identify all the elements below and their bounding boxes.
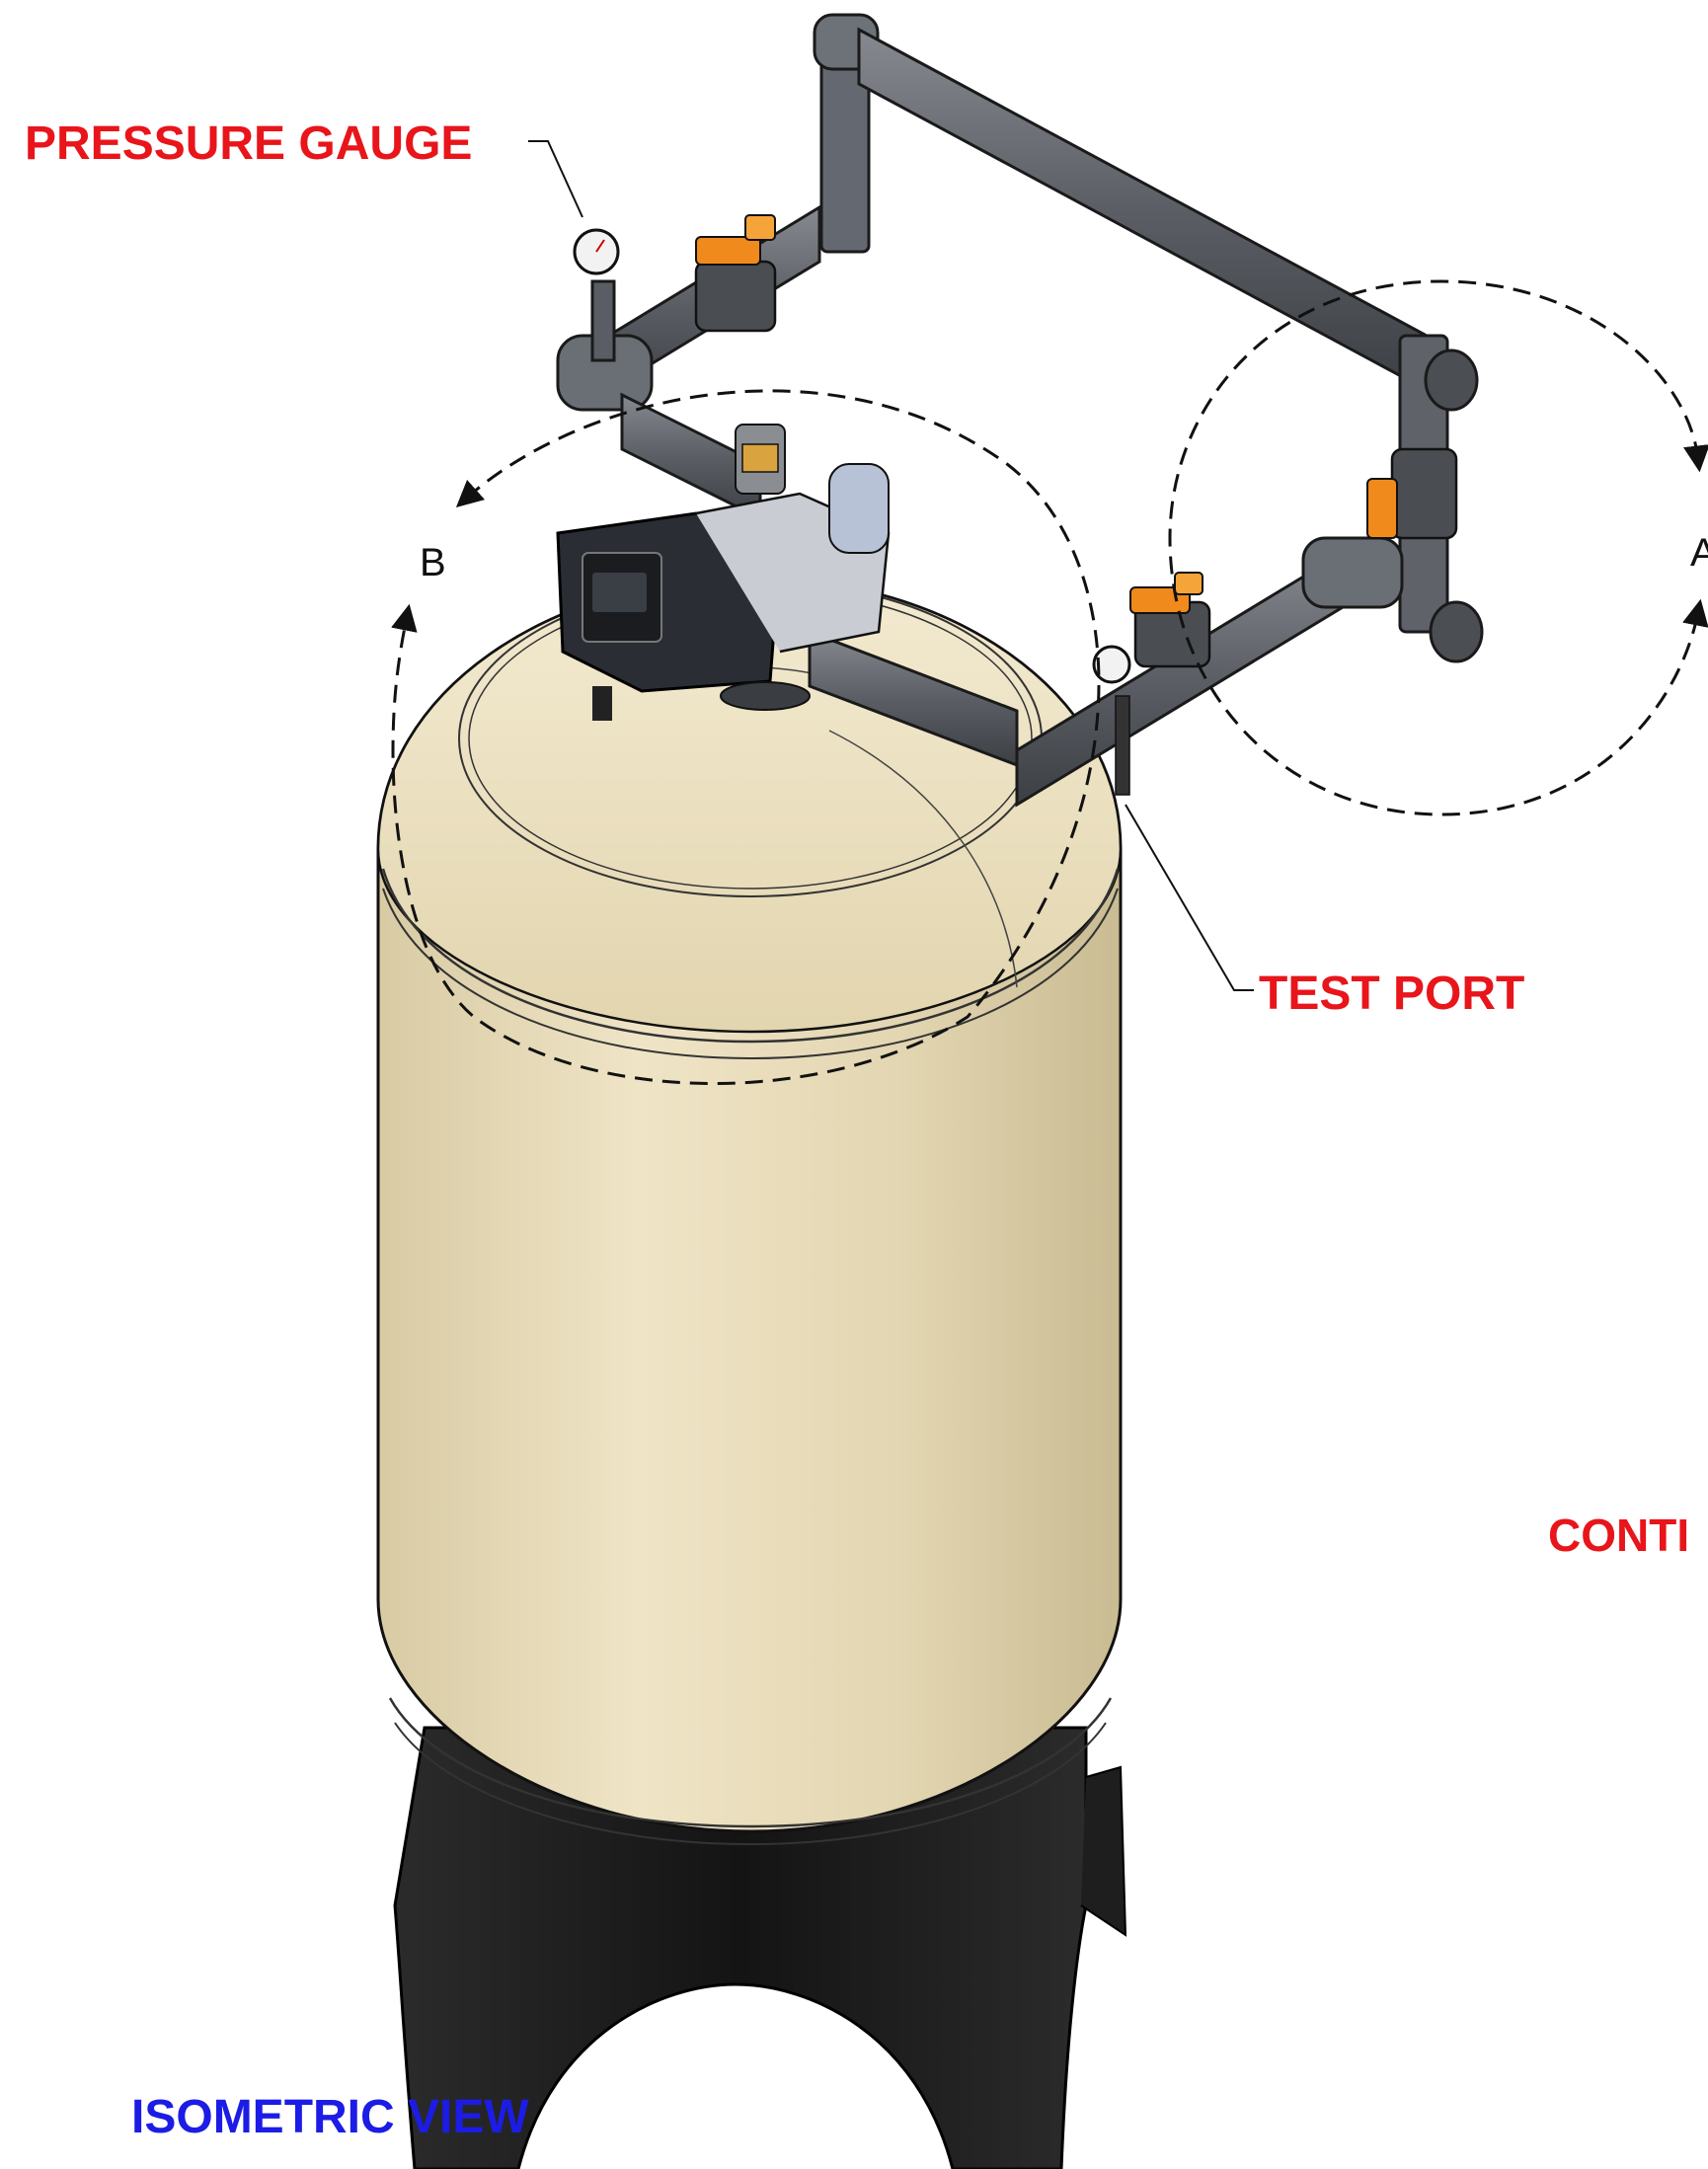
continued-label: CONTI: [1548, 1510, 1690, 1561]
ball-valve-upper-left: [694, 214, 777, 333]
bypass-piping: [556, 13, 1484, 808]
view-title: ISOMETRIC VIEW: [131, 2091, 529, 2143]
rotation-marker-a: A: [1690, 533, 1708, 573]
pressure-gauge: [573, 228, 620, 275]
control-valve-head: [556, 424, 891, 721]
ball-valve-lower-right: [1129, 572, 1211, 668]
pressure-gauge-label: PRESSURE GAUGE: [25, 117, 473, 170]
rotation-marker-b: B: [420, 541, 446, 584]
ball-valve-right-riser: [1366, 447, 1458, 540]
rotation-arc-b: [391, 389, 1101, 1085]
test-port-label: TEST PORT: [1259, 968, 1525, 1020]
pressure-tank: [376, 576, 1123, 1846]
test-port-gauge: [1092, 645, 1131, 796]
rotation-arc-a: [1168, 279, 1708, 816]
leader-lines: [528, 140, 1254, 991]
tank-base-stand: [393, 1726, 1127, 2169]
